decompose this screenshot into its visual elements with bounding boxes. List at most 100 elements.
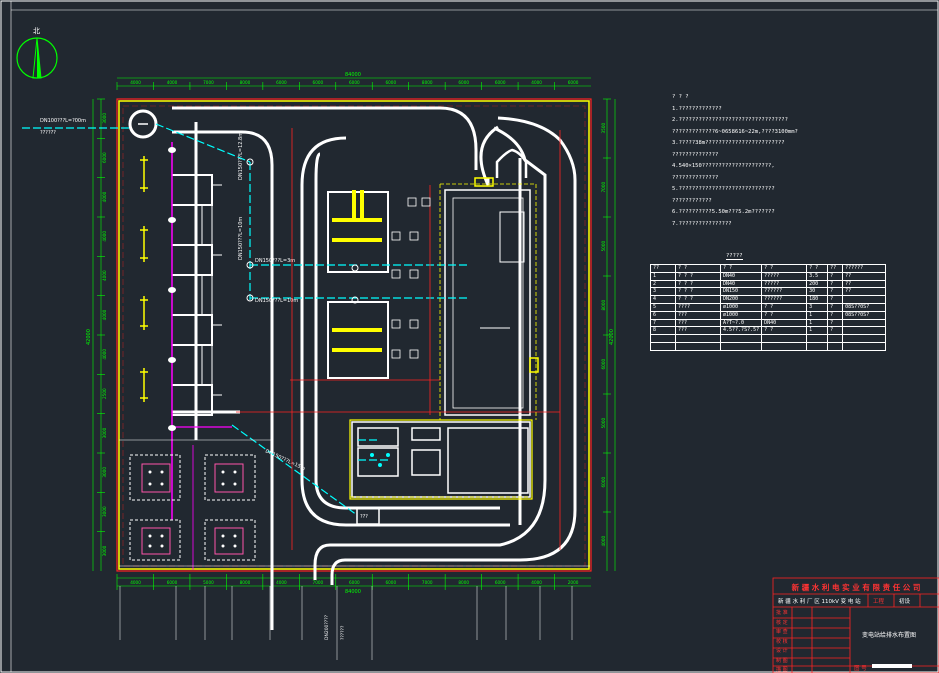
cooling-unit-details — [141, 463, 244, 555]
table-cell: ? — [827, 279, 844, 289]
dimension-label: 6000 — [601, 477, 606, 488]
dimension-label: 8000 — [240, 580, 251, 585]
table-cell: 200 — [806, 279, 829, 289]
table-cell: 4.5??.?S?.5? — [719, 326, 763, 336]
table-cell — [827, 334, 844, 343]
title-stage: 工程 — [873, 599, 885, 605]
table-cell: ? ? — [719, 264, 763, 273]
note-line: 3.?????38m???????????????????????? — [672, 140, 785, 146]
dimension-label: 4000 — [167, 80, 178, 85]
table-cell — [842, 334, 887, 343]
title-block-role: 设 计 — [776, 648, 788, 654]
table-cell: ????? — [761, 271, 808, 281]
gate-yellow — [474, 177, 494, 187]
equipment-table: ??? ?? ?? ?? ?????????1? ? ?DN40?????3.5… — [650, 264, 887, 351]
dimension-label: 3000 — [102, 506, 107, 517]
title-block-role: 审 查 — [776, 629, 788, 635]
inner-box — [356, 507, 380, 525]
note-line: ?????????????? — [672, 174, 719, 181]
table-cell: DN40 — [761, 318, 808, 328]
cyan-dots — [370, 453, 390, 467]
title-block-role: 校 核 — [776, 638, 788, 645]
north-arrow-icon — [16, 37, 58, 79]
dimension-label: 4000 — [130, 580, 141, 585]
dimension-label: 4000 — [601, 536, 606, 547]
table-cell — [719, 341, 763, 351]
dim-bottom-overall: 84000 — [345, 589, 361, 595]
table-cell — [675, 334, 721, 343]
table-cell: 5 — [650, 302, 676, 312]
table-cell: A?T~?.0 — [719, 318, 763, 328]
table-cell: 1 — [806, 318, 829, 328]
table-row: 3? ? ?DN150??????30??? — [650, 287, 887, 297]
dimension-label: 7000 — [313, 580, 324, 585]
pipe-label-dn150-a: DN150???L=12.8m — [238, 132, 244, 180]
note-line: ?????????????? — [672, 151, 719, 158]
dimension-label: 5000 — [601, 418, 606, 429]
drain-label2: ?????? — [340, 625, 346, 640]
road-arch — [495, 148, 528, 178]
dimension-label: 6000 — [385, 580, 396, 585]
dim-left-overall: 42000 — [86, 329, 92, 345]
table-row — [650, 334, 887, 343]
title-block-role: 描 图 — [776, 667, 788, 673]
table-cell: ? ? — [806, 264, 829, 273]
table-cell: ?????? — [761, 295, 808, 304]
table-cell: ? ? ? — [675, 279, 721, 289]
table-cell: ????? — [761, 279, 808, 289]
table-cell: ? ? ? — [675, 287, 721, 297]
general-notes: ? ? ? 1.?????????????2.?????????????????… — [672, 92, 922, 230]
dimension-label: 7000 — [422, 580, 433, 585]
dim-right-overall: 42000 — [609, 329, 615, 345]
dimension-label: 7000 — [203, 80, 214, 85]
note-line: 2.????????????????????????????????? — [672, 117, 788, 123]
dimension-label: 6000 — [601, 359, 606, 370]
table-cell: ? ? — [675, 264, 721, 273]
dimension-label: 4000 — [102, 270, 107, 281]
dimension-label: 6000 — [313, 80, 324, 85]
table-cell: DN40 — [719, 271, 763, 281]
pipe-label-dn150-c: DN150???L=10m — [255, 298, 298, 304]
dimension-label: 6000 — [102, 152, 107, 163]
dimension-lines — [92, 77, 616, 590]
table-cell: 4 — [650, 295, 676, 304]
dimension-label: 4000 — [130, 80, 141, 85]
table-cell: ? ? ? — [675, 271, 721, 281]
note-line: 7.???????????????? — [672, 220, 732, 227]
table-cell: ? — [827, 310, 844, 320]
table-row: 4? ? ?DN200??????180? — [650, 295, 887, 304]
table-cell: ?? — [842, 287, 887, 297]
dimension-label: 4000 — [102, 349, 107, 360]
pipe-label-dn150-b: DN150???L=3m — [255, 258, 295, 264]
dimension-label: 7000 — [601, 182, 606, 193]
table-cell: ??? — [675, 318, 721, 328]
dimension-label: 4000 — [276, 580, 287, 585]
equipment-symbols — [391, 197, 431, 359]
table-cell: ? — [827, 302, 844, 312]
title-drawing-name: 变电站给排水布置图 — [862, 632, 917, 639]
dimension-label: 6000 — [167, 580, 178, 585]
table-cell: ?? — [650, 264, 676, 273]
table-cell: DN150 — [719, 287, 763, 297]
dimension-label: 6000 — [349, 580, 360, 585]
table-cell: ø1000 — [719, 302, 763, 312]
table-row — [650, 341, 887, 351]
table-row: 8???4.5??.?S?.5?? ?1? — [650, 326, 887, 336]
table-cell — [761, 341, 808, 351]
dimension-label: 6000 — [495, 580, 506, 585]
table-cell: ?? — [842, 279, 887, 289]
title-project: 新 疆 水 利 厂 区 110kV 变 电 站 — [778, 599, 861, 605]
table-cell: ?? — [842, 271, 887, 281]
table-cell: ? ? — [761, 326, 808, 336]
pipe-label-dn100-left: DN100???L=?00m — [40, 118, 86, 124]
table-row: 2? ? ?DN40?????200??? — [650, 279, 887, 289]
table-cell: 3.5 — [806, 271, 829, 281]
table-cell: ? ? — [761, 310, 808, 320]
pipe-label-diag: DN150???L=15m — [264, 448, 306, 472]
table-cell: ??? — [675, 326, 721, 336]
dimension-label: 2000 — [568, 580, 579, 585]
notes-heading: ? ? ? — [672, 94, 689, 100]
dimension-label: 6000 — [385, 80, 396, 85]
dimension-label: 3000 — [102, 467, 107, 478]
